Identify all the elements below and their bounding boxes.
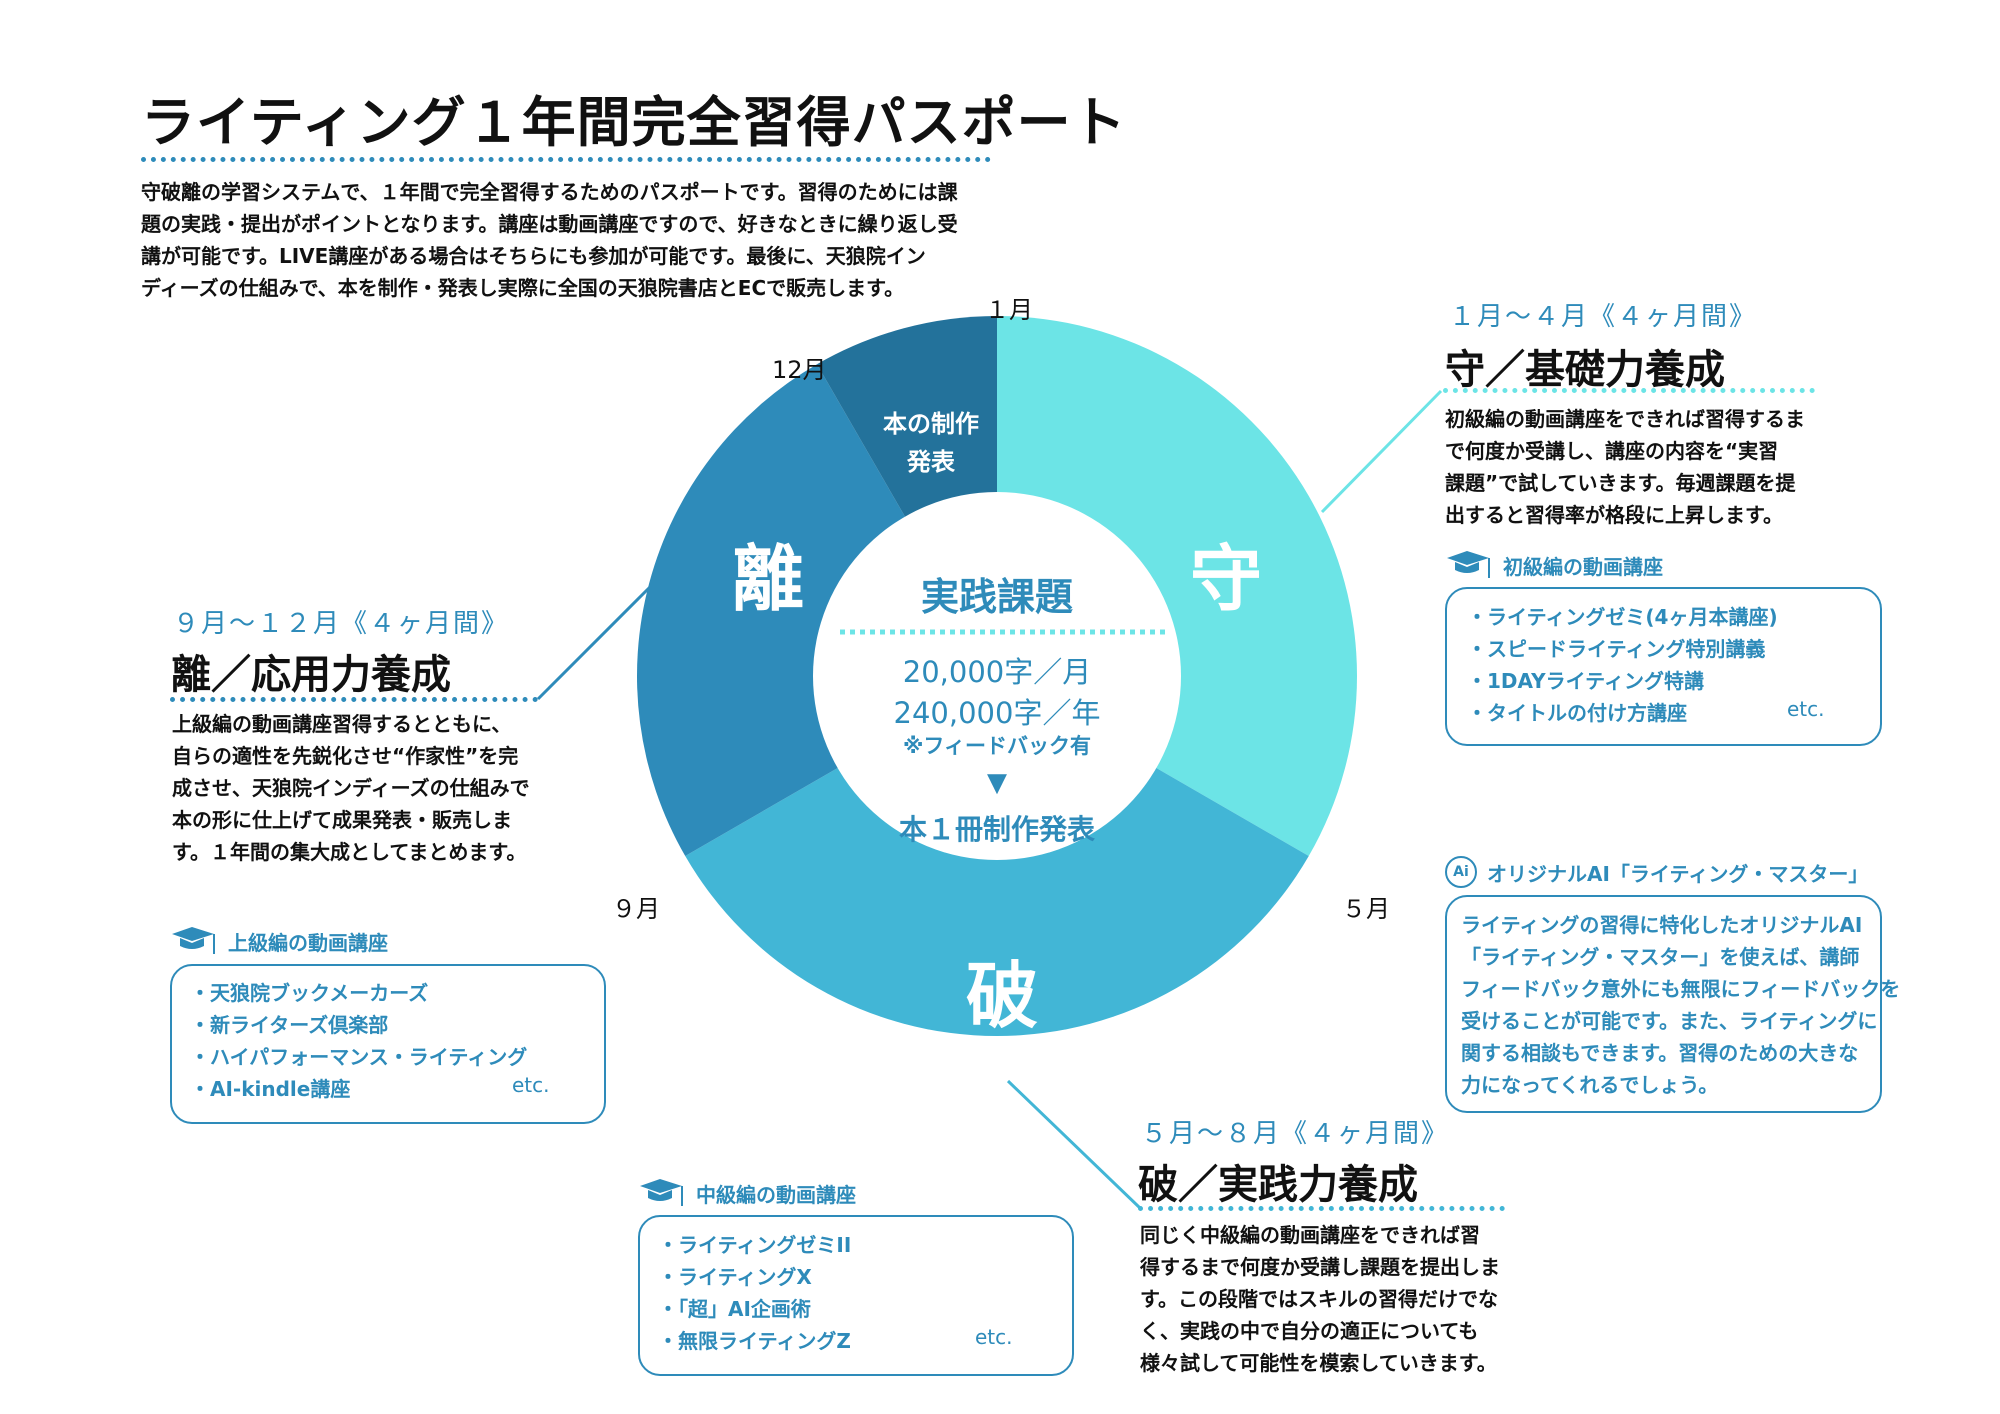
shu-heading: 守／基礎力養成 [1445,347,1725,393]
donut-segment-ri [637,364,997,856]
center-note: ※フィードバック有 [903,734,1091,758]
intro-text: 守破離の学習システムで、１年間で完全習得するためのパスポートです。習得のためには… [141,176,958,304]
ai-body-line: 力になってくれるでしょう。 [1461,1073,1719,1097]
segment-label-ri: 離 [732,537,805,621]
course-item: ・ライティングX [658,1265,812,1289]
ri-courses-box: ・天狼院ブックメーカーズ ・新ライターズ倶楽部 ・ハイパフォーマンス・ライティン… [170,964,606,1124]
shu-courses-header: 初級編の動画講座 [1445,548,1663,582]
shu-period: １月～４月《４ヶ月間》 [1449,302,1758,332]
donut-hole [813,492,1181,860]
etc-label: etc. [1787,697,1825,721]
shu-body: 初級編の動画講座をできれば習得するま で何度か受講し、講座の内容を“実習 課題”… [1445,403,1805,531]
intro-line: 講が可能です。LIVE講座がある場合はそちらにも参加が可能です。最後に、天狼院イ… [141,244,926,268]
ai-icon: Ai [1445,856,1477,888]
course-item: ・AI-kindle講座 [190,1077,351,1101]
connector-ri [536,584,653,701]
course-item: ・ライティングゼミII [658,1233,852,1257]
shu-divider [1443,388,1815,393]
body-line: 同じく中級編の動画講座をできれば習 [1140,1223,1480,1247]
body-line: 課題”で試していきます。毎週課題を提 [1445,471,1796,495]
body-line: 本の形に仕上げて成果発表・販売しま [172,808,512,832]
course-item: ・無限ライティングZ [658,1329,851,1353]
graduation-cap-icon [640,1179,683,1206]
ri-courses-header: 上級編の動画講座 [170,924,388,958]
center-monthly: 20,000字／月 [902,655,1092,689]
center-result: 本１冊制作発表 [898,813,1095,846]
month-label-sep: ９月 [612,895,660,923]
month-label-dec: 12月 [772,356,827,384]
body-line: 上級編の動画講座習得するとともに、 [172,712,512,736]
body-line: 様々試して可能性を模索していきます。 [1140,1351,1497,1375]
ha-body: 同じく中級編の動画講座をできれば習 得するまで何度か受講し課題を提出しま す。こ… [1140,1219,1500,1379]
segment-label-line: 発表 [907,448,955,476]
body-line: 初級編の動画講座をできれば習得するま [1445,407,1805,431]
down-arrow-icon: ▼ [987,768,1007,798]
month-label-jan: １月 [985,296,1033,324]
month-label-may: ５月 [1342,895,1390,923]
shu-courses-box: ・ライティングゼミ(4ヶ月本講座) ・スピードライティング特別講義 ・1DAYラ… [1445,587,1882,746]
segment-label-shu: 守 [1190,537,1263,621]
body-line: 出すると習得率が格段に上昇します。 [1445,503,1783,527]
ri-courses-title: 上級編の動画講座 [228,930,388,955]
ai-title: オリジナルAI「ライティング・マスター」 [1487,861,1869,886]
course-item: ・タイトルの付け方講座 [1467,701,1687,725]
course-item: ・スピードライティング特別講義 [1467,637,1766,661]
body-line: 得するまで何度か受講し課題を提出しま [1140,1255,1500,1279]
body-line: す。この段階ではスキルの習得だけでな [1140,1287,1498,1311]
ha-period: ５月～８月《４ヶ月間》 [1141,1119,1450,1149]
page-title: ライティング１年間完全習得パスポート [141,91,1127,154]
ai-body-line: 受けることが可能です。また、ライティングに [1461,1009,1878,1033]
ri-divider [170,697,538,702]
connector-shu [1320,389,1443,514]
ha-divider [1138,1206,1505,1211]
body-line: 自らの適性を先鋭化させ“作家性”を完 [172,744,519,768]
intro-line: 題の実践・提出がポイントとなります。講座は動画講座ですので、好きなときに繰り返し… [141,212,958,236]
graduation-cap-icon [1447,551,1490,578]
course-item: ・1DAYライティング特講 [1467,669,1704,693]
ha-courses-box: ・ライティングゼミII ・ライティングX ・「超」AI企画術 ・無限ライティング… [638,1215,1074,1376]
course-item: ・天狼院ブックメーカーズ [190,981,429,1005]
ai-body-line: フィードバック意外にも無限にフィードバックを [1461,977,1901,1001]
course-item: ・ハイパフォーマンス・ライティング [190,1045,528,1069]
ha-courses-title: 中級編の動画講座 [696,1182,856,1207]
connector-ha [1006,1079,1142,1210]
ai-box: ライティングの習得に特化したオリジナルAI 「ライティング・マスター」を使えば、… [1445,895,1901,1113]
center-title: 実践課題 [920,575,1073,619]
etc-label: etc. [975,1325,1013,1349]
ai-body-line: 関する相談もできます。習得のための大きな [1461,1041,1859,1065]
ri-heading: 離／応用力養成 [171,652,451,698]
body-line: す。１年間の集大成としてまとめます。 [172,840,527,864]
ai-body-line: 「ライティング・マスター」を使えば、講師 [1461,945,1860,969]
segment-label-book: 本の制作 発表 [871,405,991,481]
title-divider [141,157,991,162]
body-line: く、実践の中で自分の適正についても [1140,1319,1479,1343]
ri-body: 上級編の動画講座習得するとともに、 自らの適性を先鋭化させ“作家性”を完 成させ… [172,708,530,868]
ha-courses-header: 中級編の動画講座 [638,1176,856,1210]
ai-body-line: ライティングの習得に特化したオリジナルAI [1461,913,1863,937]
intro-line: ディーズの仕組みで、本を制作・発表し実際に全国の天狼院書店とECで販売します。 [141,276,905,300]
intro-line: 守破離の学習システムで、１年間で完全習得するためのパスポートです。習得のためには… [141,180,958,204]
ai-header: Ai オリジナルAI「ライティング・マスター」 [1445,856,1868,888]
center-yearly: 240,000字／年 [893,696,1101,730]
ha-heading: 破／実践力養成 [1138,1162,1418,1208]
ri-period: ９月～１２月《４ヶ月間》 [173,609,510,639]
course-item: ・「超」AI企画術 [658,1297,811,1321]
shu-courses-title: 初級編の動画講座 [1503,554,1663,579]
course-item: ・ライティングゼミ(4ヶ月本講座) [1467,605,1778,629]
segment-label-line: 本の制作 [883,410,979,438]
course-item: ・新ライターズ倶楽部 [190,1013,389,1037]
etc-label: etc. [512,1073,550,1097]
graduation-cap-icon [172,927,215,954]
body-line: 成させ、天狼院インディーズの仕組みで [172,776,530,800]
body-line: で何度か受講し、講座の内容を“実習 [1445,439,1779,463]
segment-label-ha: 破 [966,954,1039,1038]
